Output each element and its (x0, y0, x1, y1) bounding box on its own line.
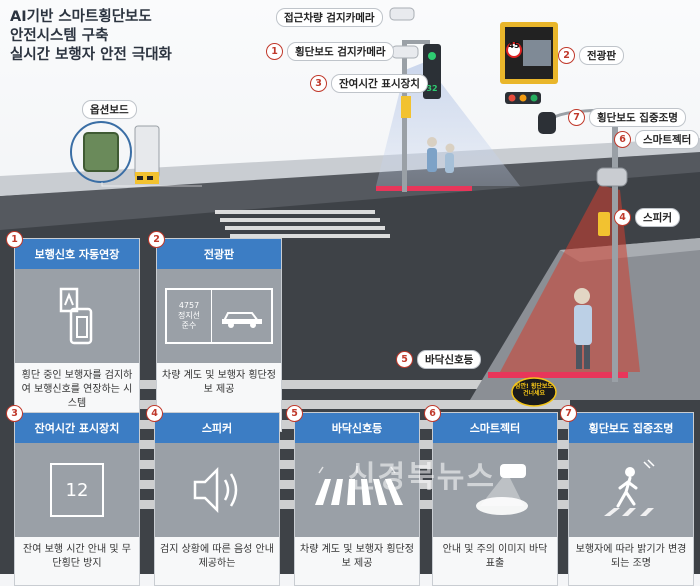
card-3-header: 3 잔여시간 표시장치 (6, 405, 139, 443)
card-3-illustration: 12 (15, 443, 139, 537)
card-5-illustration (295, 443, 419, 537)
card-7-header: 7 횡단보도 집중조명 (560, 405, 693, 443)
card-6-header: 6 스마트젝터 (424, 405, 557, 443)
card-3: 3 잔여시간 표시장치 12 잔여 보행 시간 안내 및 무단횡단 방지 (6, 405, 140, 586)
card-6-illustration (433, 443, 557, 537)
page-title: AI기반 스마트횡단보도 안전시스템 구축 실시간 보행자 안전 극대화 (10, 8, 172, 65)
card-4-illustration (155, 443, 279, 537)
projector-icon (476, 464, 528, 515)
timer-counter: 12 (65, 479, 89, 501)
card-4: 4 스피커 검지 상황에 따른 음성 안내 제공하는 (146, 405, 280, 586)
title-line-1: AI기반 스마트횡단보도 (10, 9, 152, 25)
panel-line-1: 정지선 (177, 311, 201, 320)
card-7-title: 횡단보도 집중조명 (588, 422, 674, 435)
card-5-header: 5 바닥신호등 (286, 405, 419, 443)
label-crosswalk-camera: 1 횡단보도 검지카메라 (266, 42, 394, 61)
card-4-header: 4 스피커 (146, 405, 279, 443)
card-5-title: 바닥신호등 (331, 422, 383, 435)
watermark: 신경북뉴스 (348, 460, 496, 495)
panel-plate: 4757 (178, 301, 200, 310)
label-approach-camera: 접근차량 검지카메라 (276, 8, 383, 27)
label-remaining-time: 3 잔여시간 표시장치 (310, 74, 428, 93)
signal-timer-value: 32 (426, 84, 438, 93)
label-floor-signal: 5 바닥신호등 (396, 350, 482, 369)
card-5-number: 5 (286, 405, 303, 422)
label-speaker-text: 스피커 (635, 208, 680, 227)
card-6-description: 안내 및 주의 이미지 바닥 표출 (433, 537, 557, 585)
walking-person-icon (604, 459, 655, 516)
label-option-board: 옵션보드 (82, 100, 137, 119)
marker-2: 2 (558, 47, 575, 64)
label-display-board: 2 전광판 (558, 46, 624, 65)
card-4-number: 4 (146, 405, 163, 422)
label-crosswalk-camera-text: 횡단보도 검지카메라 (287, 42, 394, 61)
speed-sign-value: 45 (508, 41, 520, 50)
card-4-description: 검지 상황에 따른 음성 안내 제공하는 (155, 537, 279, 585)
marker-1: 1 (266, 43, 283, 60)
label-speaker: 4 스피커 (614, 208, 680, 227)
card-7-illustration (569, 443, 693, 537)
pedestrian-signal-icon (59, 287, 93, 345)
card-5: 5 바닥신호등 차량 계도 및 보행자 횡단정보 제공 (286, 405, 420, 586)
card-5-description: 차량 계도 및 보행자 횡단정보 제공 (295, 537, 419, 585)
card-6-number: 6 (424, 405, 441, 422)
marker-7: 7 (568, 109, 585, 126)
projection-text: 잠깐! 횡단보도 건너세요 (515, 383, 553, 397)
card-1-title: 보행신호 자동연장 (34, 248, 120, 261)
label-focus-light: 7 횡단보도 집중조명 (568, 108, 686, 127)
card-1-number: 1 (6, 231, 23, 248)
car-icon (221, 312, 262, 328)
card-2-title: 전광판 (203, 248, 235, 261)
display-board-panel: 4757 정지선 준수 (165, 288, 273, 344)
label-smart-projector: 6 스마트젝터 (614, 130, 700, 149)
title-line-3: 실시간 보행자 안전 극대화 (10, 47, 172, 63)
floor-signal-icon (315, 466, 403, 505)
card-7: 7 횡단보도 집중조명 보행자에 따라 밝기가 변경되는 조명 (560, 405, 694, 586)
card-2: 2 전광판 4757 정지선 준수 차량 계도 및 보행자 횡단정보 제공 (148, 231, 282, 432)
card-6: 6 스마트젝터 안내 및 주의 이미지 바닥 표출 (424, 405, 558, 586)
card-7-description: 보행자에 따라 밝기가 변경되는 조명 (569, 537, 693, 585)
label-focus-light-text: 횡단보도 집중조명 (589, 108, 686, 127)
marker-6: 6 (614, 131, 631, 148)
card-2-illustration: 4757 정지선 준수 (157, 269, 281, 363)
card-6-title: 스마트젝터 (469, 422, 521, 435)
card-1-illustration (15, 269, 139, 363)
label-remaining-time-text: 잔여시간 표시장치 (331, 74, 428, 93)
card-7-number: 7 (560, 405, 577, 422)
label-approach-camera-text: 접근차량 검지카메라 (276, 8, 383, 27)
label-display-board-text: 전광판 (579, 46, 624, 65)
card-3-number: 3 (6, 405, 23, 422)
marker-3: 3 (310, 75, 327, 92)
timer-display: 12 (50, 463, 104, 517)
card-2-header: 2 전광판 (148, 231, 281, 269)
card-1: 1 보행신호 자동연장 횡단 중인 보행자를 검지하여 보행신호를 연장하는 시… (6, 231, 140, 432)
panel-line-2: 준수 (181, 321, 197, 330)
card-3-title: 잔여시간 표시장치 (34, 422, 120, 435)
card-1-header: 1 보행신호 자동연장 (6, 231, 139, 269)
title-line-2: 안전시스템 구축 (10, 28, 109, 44)
card-3-description: 잔여 보행 시간 안내 및 무단횡단 방지 (15, 537, 139, 585)
marker-4: 4 (614, 209, 631, 226)
marker-5: 5 (396, 351, 413, 368)
label-smart-projector-text: 스마트젝터 (635, 130, 700, 149)
speaker-icon (193, 466, 238, 514)
card-4-title: 스피커 (201, 422, 233, 435)
label-floor-signal-text: 바닥신호등 (417, 350, 482, 369)
label-option-board-text: 옵션보드 (82, 100, 137, 119)
card-2-number: 2 (148, 231, 165, 248)
